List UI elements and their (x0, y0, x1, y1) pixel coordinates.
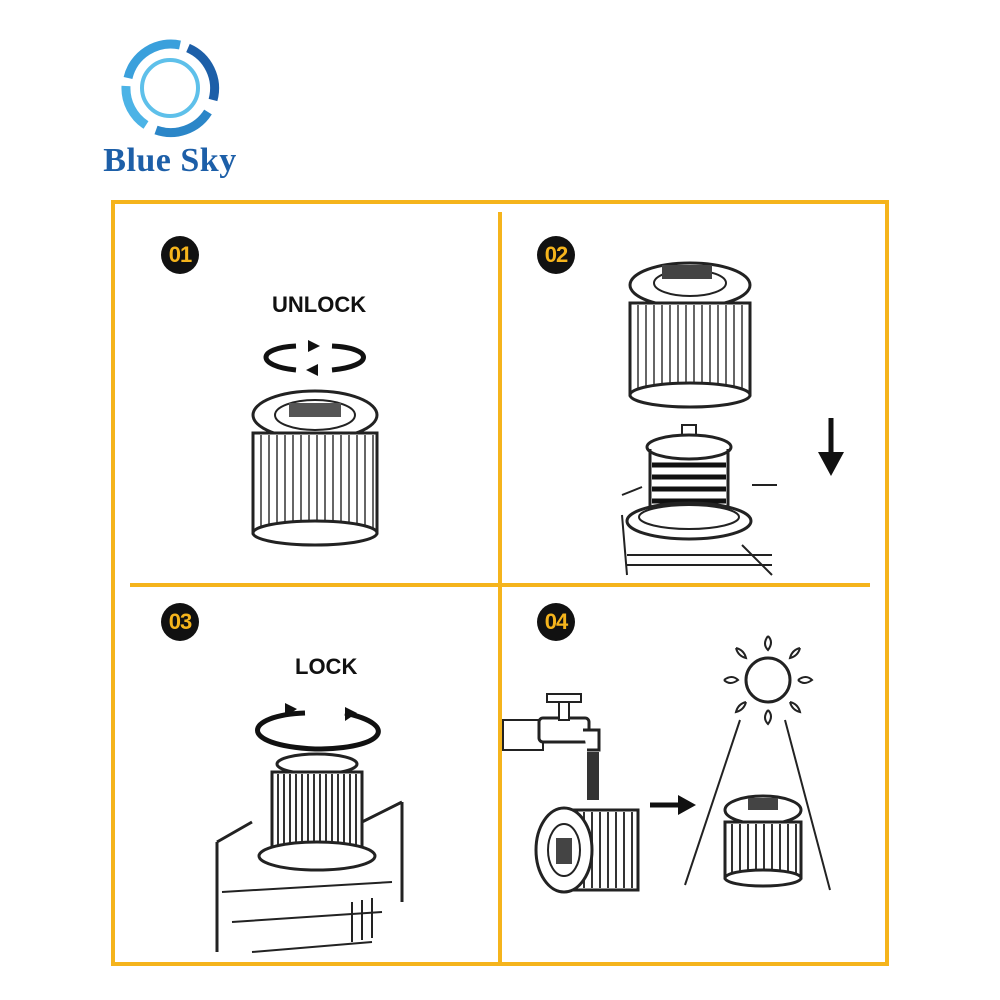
step-badge-03: 03 (161, 603, 199, 641)
horizontal-divider (130, 583, 870, 587)
step-label-lock: LOCK (295, 654, 358, 679)
instruction-frame (111, 200, 889, 966)
step4-right-arrow-icon (650, 795, 696, 815)
step3-rotate-arrows-icon (255, 703, 381, 752)
step-badge-01: 01 (161, 236, 199, 274)
step4-wet-filter-icon (534, 806, 640, 894)
step4-sun-rays-icon (684, 719, 831, 891)
step4-faucet-icon (502, 693, 601, 800)
step1-rotate-arrows-icon (263, 340, 366, 376)
step4-dry-filter-icon (723, 794, 803, 888)
step-badge-02: 02 (537, 236, 575, 274)
step2-vacuum-base-icon (621, 424, 777, 576)
brand-logo: Blue Sky (70, 30, 270, 190)
step2-filter-icon (628, 261, 752, 409)
step3-filter-on-base-icon (215, 752, 404, 953)
logo-ring-icon (121, 39, 220, 138)
vertical-divider (498, 212, 502, 964)
brand-name: Blue Sky (103, 142, 237, 179)
step1-filter-icon (251, 389, 379, 547)
step-badge-04: 04 (537, 603, 575, 641)
step-label-unlock: UNLOCK (272, 292, 367, 317)
step2-down-arrow-icon (818, 418, 844, 476)
step4-sun-icon (723, 635, 814, 726)
